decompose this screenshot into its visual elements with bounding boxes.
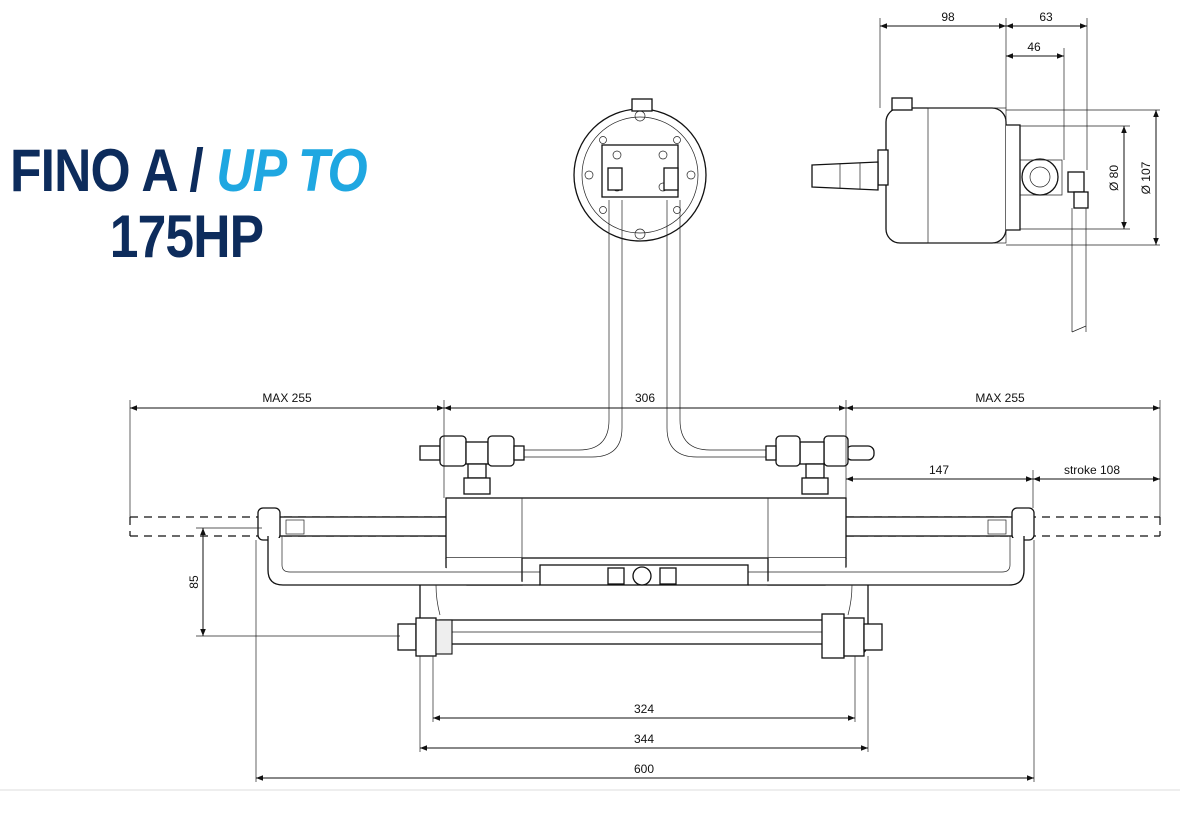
heading-main: FINO A /: [10, 137, 217, 204]
dim-306: 306: [635, 391, 655, 405]
dim-324: 324: [634, 702, 654, 716]
dim-63: 63: [1039, 10, 1053, 24]
side-view-dimensions: 98 63 46 Ø 80 Ø 107: [879, 10, 1160, 246]
helm-pump-side-view: [811, 97, 1089, 333]
dim-max-left: MAX 255: [262, 391, 312, 405]
cylinder-assembly: [129, 435, 1161, 659]
heading-power: 175HP: [109, 203, 264, 270]
cylinder-dimensions: MAX 255 306 MAX 255 147 stroke 108 85 32…: [129, 391, 1161, 782]
dim-max-right: MAX 255: [975, 391, 1025, 405]
dim-46: 46: [1027, 40, 1041, 54]
dim-147: 147: [929, 463, 949, 477]
helm-pump-front-view: [573, 98, 707, 242]
hydraulic-hoses: [520, 200, 780, 458]
heading-accent: UP TO: [216, 137, 367, 204]
dim-diameter-107: Ø 107: [1139, 161, 1153, 194]
dim-diameter-80: Ø 80: [1107, 165, 1121, 191]
dim-85: 85: [187, 575, 201, 589]
product-heading: FINO A / UP TO 175HP: [10, 137, 368, 270]
dim-600: 600: [634, 762, 654, 776]
dim-344: 344: [634, 732, 654, 746]
dim-stroke: stroke 108: [1064, 463, 1120, 477]
dim-98: 98: [941, 10, 955, 24]
